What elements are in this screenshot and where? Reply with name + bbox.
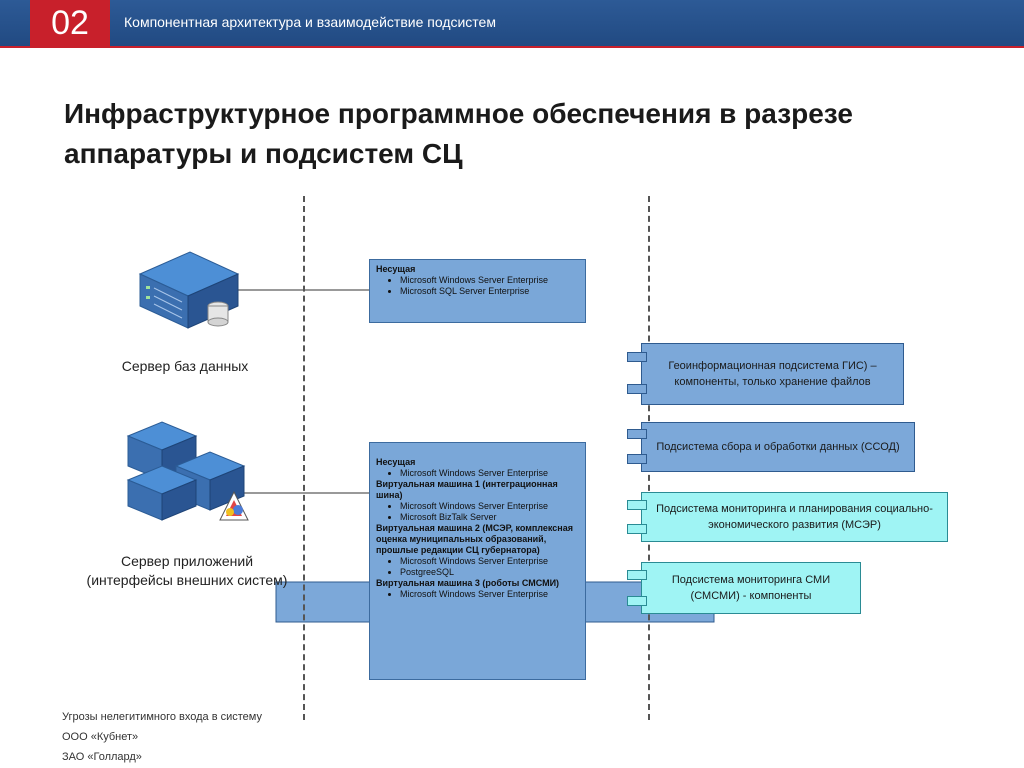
component-mser-port [627, 500, 647, 510]
footer-line-2: ООО «Кубнет» [62, 731, 139, 743]
component-mser: Подсистема мониторинга и планирования со… [641, 492, 948, 542]
component-mser-label: Подсистема мониторинга и планирования со… [656, 503, 933, 531]
list-item: Microsoft SQL Server Enterprise [400, 286, 579, 297]
header-title: Компонентная архитектура и взаимодействи… [124, 14, 496, 30]
database-server-icon [138, 251, 240, 329]
component-gis-port [627, 352, 647, 362]
component-ssod: Подсистема сбора и обработки данных (ССО… [641, 422, 915, 472]
component-gis: Геоинформационная подсистема ГИС) – комп… [641, 343, 904, 405]
page-title: Инфраструктурное программное обеспечения… [64, 98, 853, 169]
app-note-heading-vm1: Виртуальная машина 1 (интеграционная шин… [376, 479, 558, 500]
list-item: Microsoft Windows Server Enterprise [400, 275, 579, 286]
app-note-list: Microsoft Windows Server Enterprise [376, 468, 579, 479]
footer-line-3: ЗАО «Голлард» [62, 751, 142, 763]
app-note-heading-vm3: Виртуальная машина 3 (роботы СМСМИ) [376, 578, 560, 588]
dashed-divider-left [303, 196, 305, 720]
application-server-icon [126, 421, 249, 521]
component-smsmi: Подсистема мониторинга СМИ (СМСМИ) - ком… [641, 562, 861, 614]
app-server-label-line1: Сервер приложений [120, 553, 254, 569]
slide-number: 02 [30, 0, 110, 46]
component-mser-port [627, 524, 647, 534]
db-software-note: Несущая Microsoft Windows Server Enterpr… [369, 259, 586, 323]
list-item: Microsoft BizTalk Server [400, 512, 579, 523]
component-gis-label: Геоинформационная подсистема ГИС) – комп… [668, 360, 877, 388]
app-note-list: Microsoft Windows Server Enterprise Micr… [376, 501, 579, 523]
db-server-label: Сервер баз данных [121, 358, 249, 374]
component-smsmi-label: Подсистема мониторинга СМИ (СМСМИ) - ком… [671, 574, 831, 602]
list-item: Microsoft Windows Server Enterprise [400, 556, 579, 567]
db-note-heading: Несущая [376, 264, 416, 274]
list-item: PostgreeSQL [400, 567, 579, 578]
component-smsmi-port [627, 570, 647, 580]
list-item: Microsoft Windows Server Enterprise [400, 468, 579, 479]
app-note-heading-host: Несущая [376, 457, 416, 467]
component-ssod-port [627, 429, 647, 439]
component-ssod-label: Подсистема сбора и обработки данных (ССО… [656, 441, 900, 453]
app-server-label-line2: (интерфейсы внешних систем) [86, 572, 288, 588]
db-note-list: Microsoft Windows Server Enterprise Micr… [376, 275, 579, 297]
list-item: Microsoft Windows Server Enterprise [400, 501, 579, 512]
app-note-heading-vm2: Виртуальная машина 2 (МСЭР, комплексная … [376, 523, 573, 555]
header-divider [0, 46, 1024, 48]
component-ssod-port [627, 454, 647, 464]
list-item: Microsoft Windows Server Enterprise [400, 589, 579, 600]
component-smsmi-port [627, 596, 647, 606]
footer-line-1: Угрозы нелегитимного входа в систему [62, 711, 262, 723]
app-server-label: Сервер приложений (интерфейсы внешних си… [62, 552, 312, 590]
app-software-note: Несущая Microsoft Windows Server Enterpr… [369, 442, 586, 680]
app-note-list: Microsoft Windows Server Enterprise [376, 589, 579, 600]
component-gis-port [627, 384, 647, 394]
header-bar: 02 Компонентная архитектура и взаимодейс… [0, 0, 1024, 46]
app-note-list: Microsoft Windows Server Enterprise Post… [376, 556, 579, 578]
